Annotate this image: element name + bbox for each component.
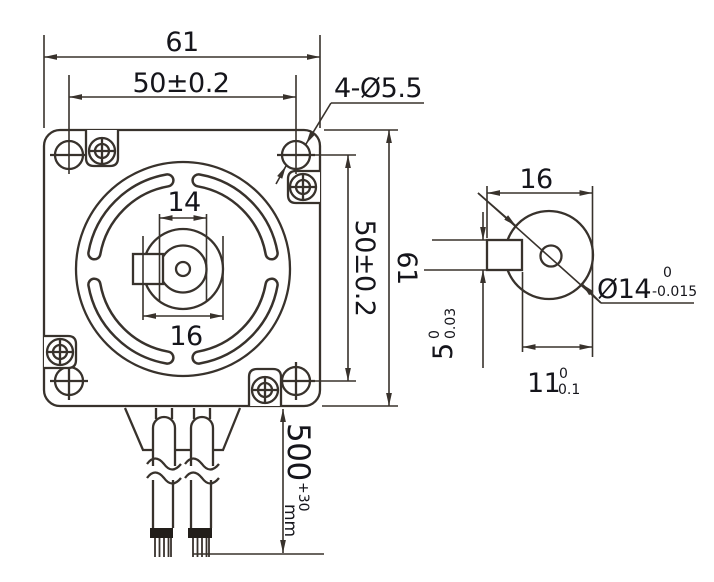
- dia-14-tol-lower: -0.015: [652, 284, 697, 300]
- motor-face-circle: [74, 160, 292, 378]
- dim-50-top-label: 50±0.2: [133, 68, 230, 99]
- dim-flat-11: 11 0 0.1: [521, 272, 593, 399]
- dim-bolt-spacing-right: 50±0.2: [310, 154, 380, 382]
- cable-exit: [123, 407, 242, 557]
- face-arc-slots: [87, 173, 279, 365]
- front-view: 14 16 61 50±0.2 4-Ø5.5: [42, 27, 424, 557]
- dim-14-label: 14: [167, 187, 200, 218]
- cable-length-tolerance: +30: [295, 482, 311, 512]
- dim-50-right-label: 50±0.2: [349, 220, 380, 317]
- dim-16-label: 16: [169, 321, 202, 352]
- dim-width-61: 61: [43, 27, 321, 128]
- shaft-center-hole: [539, 244, 563, 268]
- holes-callout: 4-Ø5.5: [275, 73, 424, 185]
- cable-jacket-end-left: [150, 528, 173, 538]
- key-width-tol-upper: 0: [427, 330, 443, 339]
- flat-value: 11: [527, 368, 560, 399]
- break-line: [184, 471, 220, 485]
- cable-boot-left: [151, 415, 177, 466]
- dia-14-value: Ø14: [597, 274, 651, 305]
- dia-14-tol-upper: 0: [663, 265, 672, 281]
- key-width-tol-lower: 0.03: [443, 308, 459, 339]
- dim-bolt-spacing-top: 50±0.2: [68, 68, 297, 174]
- dia-14-callout: Ø14 0 -0.015: [597, 265, 697, 305]
- break-line: [146, 471, 182, 485]
- dim-boss-16: 16: [142, 236, 224, 352]
- cable-length-value: 500: [280, 423, 316, 481]
- holes-callout-label: 4-Ø5.5: [334, 73, 422, 104]
- dim-shaft-width-16: 16: [486, 164, 594, 357]
- key-section: [485, 238, 524, 272]
- dim-height-right: 61: [322, 129, 422, 407]
- cover-screws: [44, 130, 320, 406]
- cable-jacket-end-right: [188, 528, 212, 538]
- dim-61-right-label: 61: [391, 251, 422, 284]
- key-end: [131, 252, 165, 286]
- key-width-value: 5: [428, 343, 459, 360]
- dim-16-side-label: 16: [519, 164, 552, 195]
- dim-key-width-5: 5 0 0.03: [424, 212, 487, 368]
- dim-shaft-14: 14: [158, 187, 208, 302]
- break-line: [146, 457, 182, 471]
- center-hole: [174, 260, 192, 278]
- dim-61-top-label: 61: [165, 27, 198, 58]
- cable-length-unit: mm: [280, 504, 300, 537]
- flat-tol-lower: 0.1: [558, 382, 580, 398]
- dim-cable-length: 500 +30 mm: [193, 409, 324, 555]
- motor-flange: [42, 128, 322, 408]
- break-line: [184, 457, 220, 471]
- cable-boot-right: [189, 415, 215, 466]
- shaft-section-view: 16 Ø14 0 -0.015 5 0 0.03 11 0: [424, 164, 697, 399]
- flat-tol-upper: 0: [559, 366, 568, 382]
